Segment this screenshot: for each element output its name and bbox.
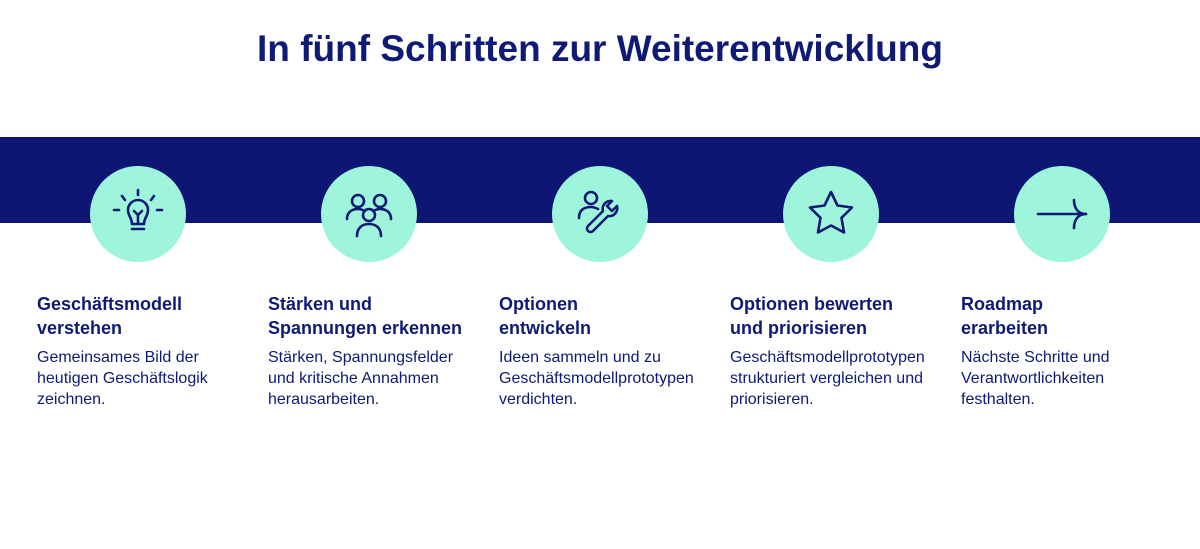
step-1-title-line-1: Geschäftsmodell xyxy=(37,294,183,314)
star-icon xyxy=(808,190,854,234)
lightbulb-icon xyxy=(112,188,164,231)
step-4-desc-line-2: strukturiert vergleichen und xyxy=(730,370,923,387)
step-5-desc-line-1: Nächste Schritte und xyxy=(961,349,1110,366)
step-4-desc-line-1: Geschäftsmodellprototypen xyxy=(730,349,925,366)
step-4-title: Optionen bewerten und priorisieren xyxy=(730,292,960,340)
page-title: In fünf Schritten zur Weiterentwicklung xyxy=(257,28,943,69)
step-1-description: Gemeinsames Bild der heutigen Geschäftslo… xyxy=(37,347,267,410)
step-5-title-line-1: Roadmap xyxy=(961,294,1044,314)
step-4-desc-line-3: priorisieren. xyxy=(730,391,814,408)
arrow-right-icon xyxy=(1036,198,1088,230)
step-4-icon-circle xyxy=(783,166,879,262)
step-3-icon-circle xyxy=(552,166,648,262)
step-1-icon-circle xyxy=(90,166,186,262)
step-2-description: Stärken, Spannungsfelder und kritische An… xyxy=(268,347,498,410)
step-3-title-line-2: entwickeln xyxy=(499,318,592,338)
step-1-desc-line-2: heutigen Geschäftslogik xyxy=(37,370,208,387)
step-3-title-line-1: Optionen xyxy=(499,294,578,314)
step-3-title: Optionen entwickeln xyxy=(499,292,729,340)
step-4-title-line-2: und priorisieren xyxy=(730,318,868,338)
people-group-icon xyxy=(345,193,393,238)
step-1-title-line-2: verstehen xyxy=(37,318,123,338)
step-2-icon-circle xyxy=(321,166,417,262)
step-2-desc-line-2: und kritische Annahmen xyxy=(268,370,439,387)
step-2-desc-line-3: herausarbeiten. xyxy=(268,391,380,408)
step-3-desc-line-1: Ideen sammeln und zu xyxy=(499,349,661,366)
step-5-desc-line-2: Verantwortlichkeiten xyxy=(961,370,1105,387)
person-wrench-icon xyxy=(577,190,619,234)
step-4-description: Geschäftsmodellprototypen strukturiert ve… xyxy=(730,347,960,410)
step-1-title: Geschäftsmodell verstehen xyxy=(37,292,267,340)
step-3-description: Ideen sammeln und zu Geschäftsmodellproto… xyxy=(499,347,729,410)
step-5-desc-line-3: festhalten. xyxy=(961,391,1035,408)
step-2-title-line-2: Spannungen erkennen xyxy=(268,318,463,338)
step-5-title-line-2: erarbeiten xyxy=(961,318,1049,338)
step-2-desc-line-1: Stärken, Spannungsfelder xyxy=(268,349,454,366)
step-2-title-line-1: Stärken und xyxy=(268,294,373,314)
step-3-desc-line-2: Geschäftsmodellprototypen xyxy=(499,370,694,387)
step-1-desc-line-3: zeichnen. xyxy=(37,391,106,408)
step-3-desc-line-3: verdichten. xyxy=(499,391,578,408)
step-5-icon-circle xyxy=(1014,166,1110,262)
step-1-desc-line-1: Gemeinsames Bild der xyxy=(37,349,199,366)
step-5-title: Roadmap erarbeiten xyxy=(961,292,1191,340)
step-4-title-line-1: Optionen bewerten xyxy=(730,294,894,314)
